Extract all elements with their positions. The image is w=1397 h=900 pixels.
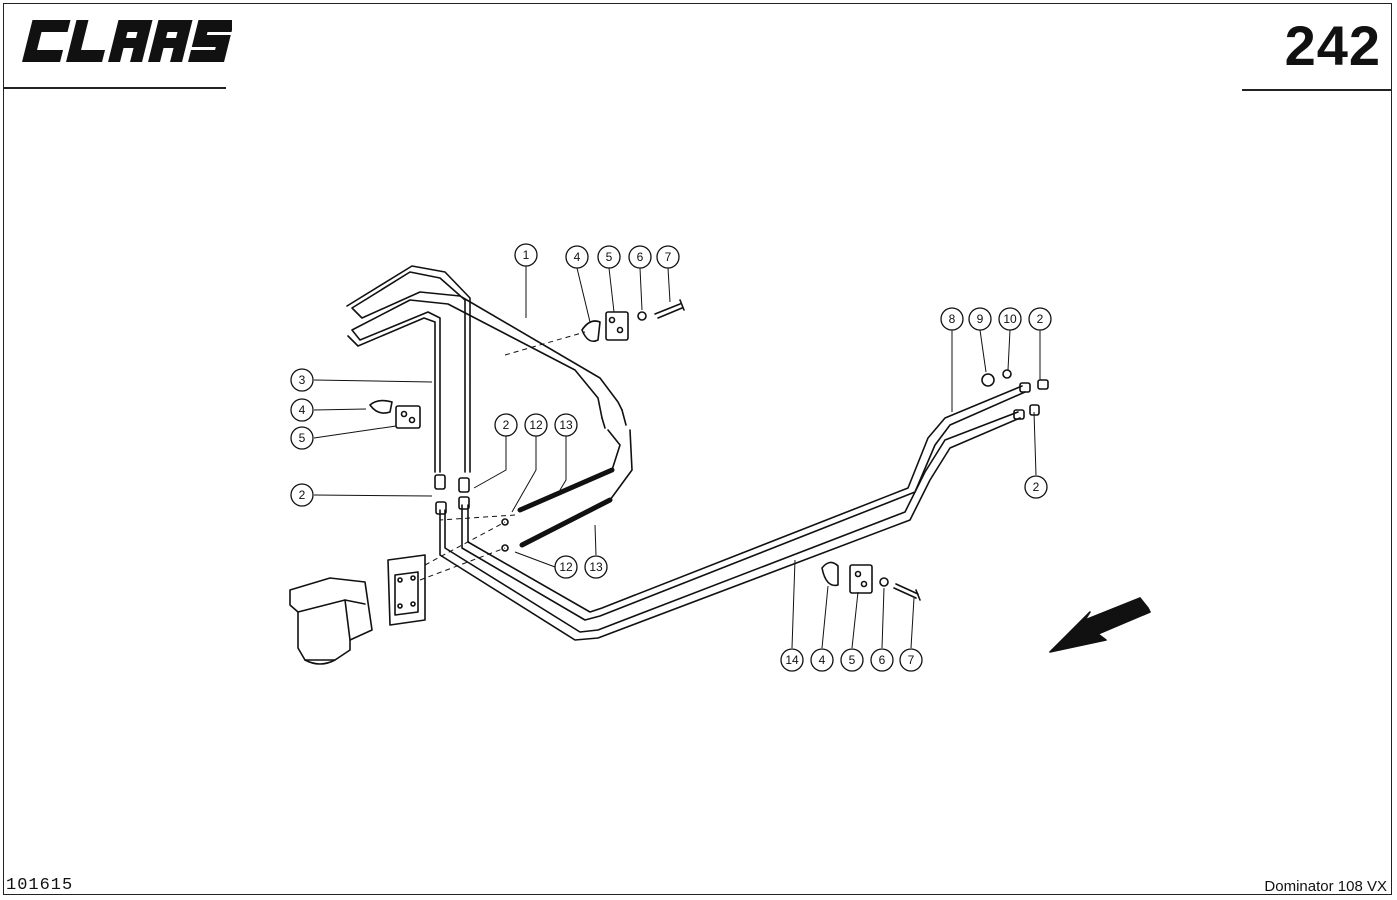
brand-logo: [22, 20, 232, 62]
callout-2c: 2: [1028, 307, 1052, 331]
svg-text:7: 7: [665, 250, 672, 264]
callout-10: 10: [998, 307, 1022, 331]
callout-1: 1: [514, 243, 538, 267]
svg-text:13: 13: [589, 560, 603, 574]
svg-text:5: 5: [849, 653, 856, 667]
svg-text:2: 2: [1033, 480, 1040, 494]
svg-text:1: 1: [523, 248, 530, 262]
svg-text:2: 2: [1037, 312, 1044, 326]
callout-6a: 6: [628, 245, 652, 269]
callout-12b: 12: [554, 555, 578, 579]
svg-text:3: 3: [299, 373, 306, 387]
callout-8: 8: [940, 307, 964, 331]
callout-5b: 5: [290, 426, 314, 450]
pipe-14: [439, 417, 1021, 641]
callout-2a: 2: [290, 483, 314, 507]
hose-13-upper: [517, 467, 615, 513]
hose-13-lower: [519, 497, 613, 548]
callout-7c: 7: [899, 648, 923, 672]
callout-9: 9: [968, 307, 992, 331]
callout-3: 3: [290, 368, 314, 392]
pipe-8: [461, 391, 1026, 621]
direction-arrow: [1049, 597, 1151, 653]
callout-13a: 13: [554, 413, 578, 437]
svg-text:2: 2: [503, 418, 510, 432]
callout-5c: 5: [840, 648, 864, 672]
callout-7a: 7: [656, 245, 680, 269]
callout-12a: 12: [524, 413, 548, 437]
svg-text:12: 12: [529, 418, 543, 432]
svg-text:9: 9: [977, 312, 984, 326]
svg-text:5: 5: [299, 431, 306, 445]
callout-2b: 2: [494, 413, 518, 437]
page-number: 242: [1284, 14, 1381, 77]
callout-6c: 6: [870, 648, 894, 672]
callout-5a: 5: [597, 245, 621, 269]
svg-text:2: 2: [299, 488, 306, 502]
svg-text:6: 6: [637, 250, 644, 264]
callout-2d: 2: [1024, 475, 1048, 499]
pipe-1-inner: [351, 299, 603, 473]
svg-text:12: 12: [559, 560, 573, 574]
svg-text:4: 4: [819, 653, 826, 667]
svg-text:5: 5: [606, 250, 613, 264]
callout-4a: 4: [565, 245, 589, 269]
svg-text:13: 13: [559, 418, 573, 432]
callout-4b: 4: [290, 398, 314, 422]
pipe-1-outer: [351, 271, 623, 473]
header-rule-right: [1242, 89, 1392, 91]
callout-14: 14: [780, 648, 804, 672]
document-id: 101615: [6, 876, 74, 895]
header-rule-left: [3, 87, 226, 89]
svg-text:6: 6: [879, 653, 886, 667]
svg-text:4: 4: [299, 403, 306, 417]
svg-text:10: 10: [1003, 312, 1017, 326]
callout-4c: 4: [810, 648, 834, 672]
svg-text:8: 8: [949, 312, 956, 326]
svg-text:4: 4: [574, 250, 581, 264]
machine-model: Dominator 108 VX: [1264, 878, 1387, 895]
svg-text:14: 14: [785, 653, 799, 667]
svg-text:7: 7: [908, 653, 915, 667]
page-frame: [3, 3, 1392, 895]
callout-13b: 13: [584, 555, 608, 579]
